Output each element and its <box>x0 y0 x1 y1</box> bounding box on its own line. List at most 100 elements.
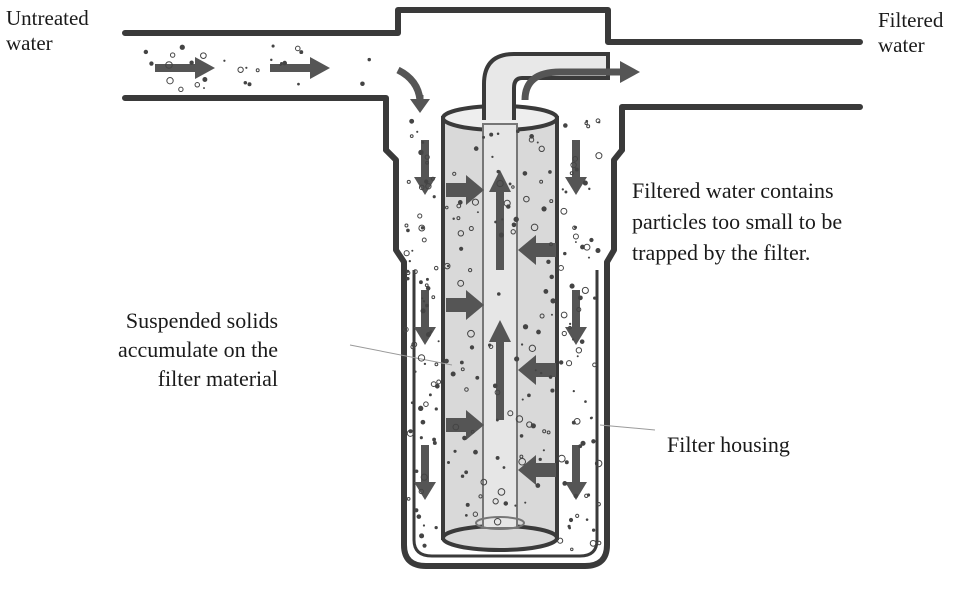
downflow-arrow <box>414 445 436 500</box>
filter-particle <box>550 313 553 316</box>
housing-particle <box>580 440 586 446</box>
inlet-pipe-bottom-wall <box>122 95 389 153</box>
filter-particle <box>456 216 461 221</box>
housing-particle <box>420 473 428 481</box>
housing-particle <box>576 307 582 313</box>
filter-particle <box>494 220 497 224</box>
housing-pointer-line <box>599 424 656 431</box>
inlet-particle <box>243 80 248 85</box>
housing-particle <box>425 183 432 190</box>
filter-particle <box>528 344 537 352</box>
housing-particle <box>434 525 438 530</box>
housing-particle <box>572 156 579 162</box>
filter-particle <box>495 455 500 460</box>
inlet-particle <box>247 82 252 87</box>
filter-particle <box>511 185 515 189</box>
filter-particle <box>530 223 539 232</box>
pipes <box>122 7 863 569</box>
housing-inner-wall <box>412 270 599 558</box>
housing-particle <box>422 300 426 303</box>
filter-particle <box>497 488 506 496</box>
inlet-particle <box>203 87 205 90</box>
filter-particle <box>503 501 509 506</box>
filter-particle <box>524 501 527 504</box>
housing-particle <box>573 493 579 499</box>
filter-particle <box>542 429 547 434</box>
inlet-particle <box>189 60 194 65</box>
filter-particle <box>538 457 542 462</box>
inlet-particle <box>202 77 208 82</box>
filter-particle <box>453 449 457 453</box>
filter-particle <box>536 141 539 144</box>
downflow-arrow <box>565 290 587 345</box>
filter-particle <box>472 511 479 517</box>
inlet-particle <box>237 66 244 73</box>
inlet-particle <box>279 63 282 66</box>
housing-particle <box>428 393 432 397</box>
housing-particle <box>430 381 437 388</box>
filter-particle <box>447 460 451 464</box>
housing-particle <box>575 513 580 518</box>
inlet-particle <box>270 58 273 62</box>
housing-particle <box>406 228 410 233</box>
housing-particle <box>570 547 574 552</box>
housing-particle <box>560 311 568 319</box>
untreated-water-label-line-2: water <box>6 31 53 55</box>
filter-particle <box>492 498 499 505</box>
housing-particle <box>595 248 601 254</box>
housing-particle <box>564 190 568 194</box>
housing-particle <box>589 539 597 547</box>
filter-particle <box>460 474 465 478</box>
filter-particle <box>495 418 499 422</box>
filter-particle <box>473 449 478 455</box>
housing-particle <box>589 237 594 243</box>
inlet-particle <box>200 52 207 59</box>
filter-particle <box>497 292 501 296</box>
outlet-flow-arrow <box>521 68 608 101</box>
filter-housing-label: Filter housing <box>667 432 790 457</box>
filter-particle <box>507 410 514 417</box>
filter-particle <box>506 204 511 209</box>
filter-particle <box>546 430 551 435</box>
inlet-particle <box>294 45 301 52</box>
housing-particle <box>418 488 424 495</box>
inlet-particle <box>166 77 174 85</box>
housing-particle <box>406 269 410 273</box>
housing-particle <box>572 233 579 240</box>
upflow-arrow <box>489 170 511 270</box>
housing-particle <box>576 355 579 358</box>
filter-particle <box>501 218 504 221</box>
filtered-water-label-line-2: water <box>878 33 925 57</box>
housing-particle <box>418 224 426 232</box>
suspended-solids-label-line-2: accumulate on the <box>118 337 279 362</box>
filter-particle <box>464 470 469 475</box>
filter-particle <box>470 429 475 434</box>
filtered-water-label: Filtered water <box>878 8 943 58</box>
filter-particle <box>543 289 549 294</box>
housing-particle <box>412 269 418 275</box>
filter-particle <box>549 242 553 247</box>
inlet-particle <box>194 82 201 88</box>
housing-particle <box>595 152 603 160</box>
filtered-water-label-line-1: Filtered <box>878 8 944 32</box>
housing-particle <box>568 325 572 330</box>
filter-particle <box>539 179 544 184</box>
housing-particle <box>591 528 596 532</box>
housing-particle <box>424 179 429 184</box>
housing-particle <box>572 225 577 231</box>
housing-particle <box>574 167 579 172</box>
filtered-water-note-line-1: Filtered water contains <box>632 178 834 203</box>
housing-particle <box>586 124 591 129</box>
housing-particle <box>557 537 564 544</box>
filter-particle <box>510 229 516 235</box>
filter-particle <box>476 211 479 214</box>
untreated-water-label-line-1: Untreated <box>6 6 89 30</box>
filter-particle <box>444 358 449 364</box>
solids-pointer-line <box>349 344 453 366</box>
housing-particle <box>410 401 414 405</box>
filter-particle <box>529 134 534 139</box>
housing-particle <box>403 326 409 333</box>
housing-particle <box>425 286 431 291</box>
housing-particle <box>421 237 427 243</box>
filter-particle <box>546 259 551 264</box>
